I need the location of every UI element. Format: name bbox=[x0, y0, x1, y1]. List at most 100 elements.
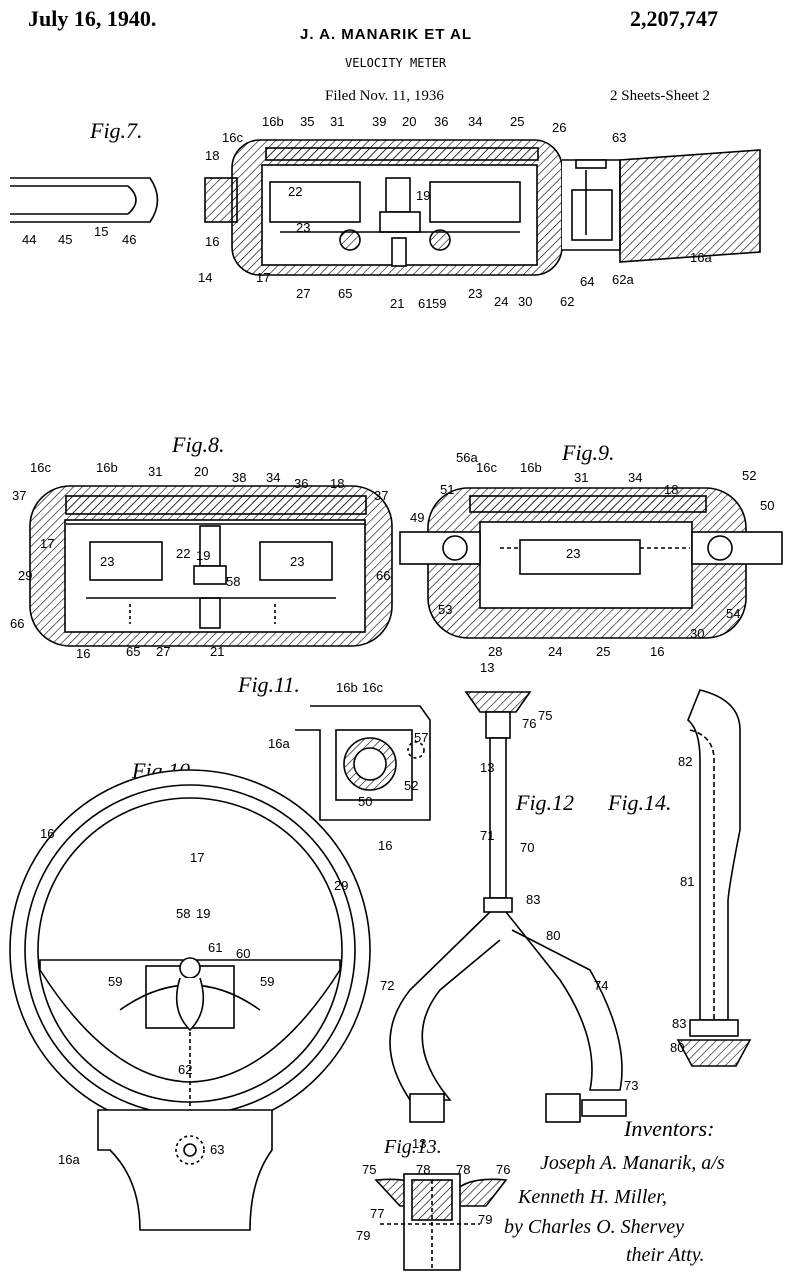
fig9-ref-numeral: 16 bbox=[650, 644, 664, 659]
patent-number: 2,207,747 bbox=[630, 6, 718, 31]
fig13-ref-numeral: 78 bbox=[456, 1162, 470, 1177]
fig10-ref-numeral: 17 bbox=[190, 850, 204, 865]
fig8-ref-numeral: 66 bbox=[376, 568, 390, 583]
fig7-ref-numeral: 65 bbox=[338, 286, 352, 301]
fig7-ref-numeral: 31 bbox=[330, 114, 344, 129]
fig8-ref-numeral: 34 bbox=[266, 470, 280, 485]
fig11-ref-numeral: 16b bbox=[336, 680, 358, 695]
patent-title: VELOCITY METER bbox=[345, 56, 447, 70]
fig10-ref-numeral: 19 bbox=[196, 906, 210, 921]
fig11-ref-numeral: 16a bbox=[268, 736, 290, 751]
fig7-ref-numeral: 46 bbox=[122, 232, 136, 247]
fig7-ref-numeral: 20 bbox=[402, 114, 416, 129]
fig13-title: Fig.13. bbox=[384, 1136, 442, 1158]
fig12-ref-numeral: 72 bbox=[380, 978, 394, 993]
fig7-ref-numeral: 59 bbox=[432, 296, 446, 311]
fig7-ref-numeral: 25 bbox=[510, 114, 524, 129]
inventors-heading: Inventors: bbox=[624, 1116, 715, 1141]
fig8-ref-numeral: 27 bbox=[156, 644, 170, 659]
fig11-ref-numeral: 52 bbox=[404, 778, 418, 793]
fig8-ref-numeral: 65 bbox=[126, 644, 140, 659]
fig7-title: Fig.7. bbox=[90, 118, 143, 143]
fig7-ref-numeral: 19 bbox=[416, 188, 430, 203]
fig8-ref-numeral: 58 bbox=[226, 574, 240, 589]
fig7-ref-numeral: 16c bbox=[222, 130, 243, 145]
fig11-title: Fig.11. bbox=[238, 672, 300, 697]
fig8-ref-numeral: 22 bbox=[176, 546, 190, 561]
fig7-ref-numeral: 39 bbox=[372, 114, 386, 129]
fig10-ref-numeral: 29 bbox=[334, 878, 348, 893]
fig12-ref-numeral: 74 bbox=[594, 978, 608, 993]
fig9-ref-numeral: 16b bbox=[520, 460, 542, 475]
fig7-ref-numeral: 27 bbox=[296, 286, 310, 301]
fig13-ref-numeral: 76 bbox=[496, 1162, 510, 1177]
fig13-ref-numeral: 75 bbox=[362, 1162, 376, 1177]
fig7-ref-numeral: 15 bbox=[94, 224, 108, 239]
fig9-ref-numeral: 50 bbox=[760, 498, 774, 513]
fig7-ref-numeral: 16b bbox=[262, 114, 284, 129]
fig10-ref-numeral: 61 bbox=[208, 940, 222, 955]
fig12-ref-numeral: 83 bbox=[526, 892, 540, 907]
fig9-ref-numeral: 49 bbox=[410, 510, 424, 525]
fig8-ref-numeral: 21 bbox=[210, 644, 224, 659]
fig12-ref-numeral: 13 bbox=[480, 760, 494, 775]
fig14-ref-numeral: 80 bbox=[670, 1040, 684, 1055]
fig7-ref-numeral: 22 bbox=[288, 184, 302, 199]
fig10-drawing bbox=[9, 769, 371, 1231]
fig14-title: Fig.14. bbox=[608, 790, 672, 815]
fig7-ref-numeral: 30 bbox=[518, 294, 532, 309]
fig11-ref-numeral: 16 bbox=[378, 838, 392, 853]
fig9-ref-numeral: 54 bbox=[726, 606, 740, 621]
fig8-ref-numeral: 37 bbox=[12, 488, 26, 503]
fig7-ref-numeral: 24 bbox=[494, 294, 508, 309]
fig9-ref-numeral: 52 bbox=[742, 468, 756, 483]
fig8-ref-numeral: 19 bbox=[196, 548, 210, 563]
fig9-ref-numeral: 34 bbox=[628, 470, 642, 485]
fig7-ref-numeral: 61 bbox=[418, 296, 432, 311]
fig7-ref-numeral: 16a bbox=[690, 250, 712, 265]
fig9-ref-numeral: 23 bbox=[566, 546, 580, 561]
fig13-ref-numeral: 79 bbox=[478, 1212, 492, 1227]
inventor-signature-2: Kenneth H. Miller, bbox=[518, 1186, 667, 1208]
fig9-title: Fig.9. bbox=[562, 440, 615, 465]
fig8-ref-numeral: 29 bbox=[18, 568, 32, 583]
fig8-ref-numeral: 37 bbox=[374, 488, 388, 503]
fig12-ref-numeral: 70 bbox=[520, 840, 534, 855]
fig7-ref-numeral: 23 bbox=[296, 220, 310, 235]
fig12-ref-numeral: 73 bbox=[624, 1078, 638, 1093]
attorney-signature: by Charles O. Shervey bbox=[504, 1216, 684, 1238]
fig8-ref-numeral: 23 bbox=[100, 554, 114, 569]
fig9-ref-numeral: 30 bbox=[690, 626, 704, 641]
fig8-ref-numeral: 36 bbox=[294, 476, 308, 491]
fig10-ref-numeral: 60 bbox=[236, 946, 250, 961]
fig7-ref-numeral: 35 bbox=[300, 114, 314, 129]
attorney-label: their Atty. bbox=[626, 1244, 705, 1266]
fig9-ref-numeral: 16c bbox=[476, 460, 497, 475]
fig7-ref-numeral: 62a bbox=[612, 272, 634, 287]
fig7-ref-numeral: 18 bbox=[205, 148, 219, 163]
fig9-ref-numeral: 25 bbox=[596, 644, 610, 659]
fig8-ref-numeral: 31 bbox=[148, 464, 162, 479]
fig10-ref-numeral: 16a bbox=[58, 1152, 80, 1167]
fig8-ref-numeral: 38 bbox=[232, 470, 246, 485]
fig7-ref-numeral: 44 bbox=[22, 232, 36, 247]
fig7-ref-numeral: 34 bbox=[468, 114, 482, 129]
fig9-ref-numeral: 56a bbox=[456, 450, 478, 465]
sheet-count: 2 Sheets-Sheet 2 bbox=[610, 88, 710, 104]
fig10-ref-numeral: 59 bbox=[260, 974, 274, 989]
fig9-ref-numeral: 53 bbox=[438, 602, 452, 617]
fig8-ref-numeral: 16 bbox=[76, 646, 90, 661]
fig11-ref-numeral: 50 bbox=[358, 794, 372, 809]
fig7-ref-numeral: 14 bbox=[198, 270, 212, 285]
fig14-drawing bbox=[676, 689, 752, 1067]
fig7-ref-numeral: 64 bbox=[580, 274, 594, 289]
filed-date: Filed Nov. 11, 1936 bbox=[325, 88, 444, 104]
fig12-ref-numeral: 75 bbox=[538, 708, 552, 723]
fig9-ref-numeral: 31 bbox=[574, 470, 588, 485]
fig13-ref-numeral: 77 bbox=[370, 1206, 384, 1221]
fig12-ref-numeral: 76 bbox=[522, 716, 536, 731]
fig7-ref-numeral: 62 bbox=[560, 294, 574, 309]
fig7-ref-numeral: 36 bbox=[434, 114, 448, 129]
